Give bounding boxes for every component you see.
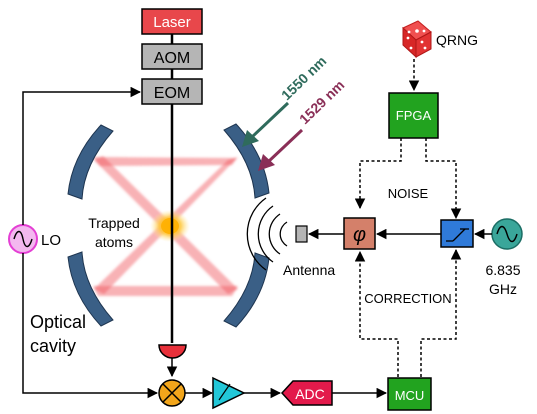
aom-label: AOM <box>154 50 190 67</box>
fpga-label: FPGA <box>396 108 432 123</box>
phase-symbol: φ <box>353 224 366 246</box>
phase-shifter-block: φ <box>343 217 376 250</box>
trapped-atoms-core <box>161 218 179 234</box>
mirror-top-left <box>67 124 114 200</box>
microwave-oscillator <box>491 218 523 250</box>
lo-to-mixer-wire <box>22 253 159 399</box>
eom-block: EOM <box>141 78 203 105</box>
optical-cavity-label-line1: Optical <box>30 312 86 332</box>
qrng-label: QRNG <box>436 32 478 48</box>
antenna-element <box>295 225 308 243</box>
fpga-block: FPGA <box>388 92 439 139</box>
optical-cavity-label-line2: cavity <box>30 336 76 356</box>
eom-label: EOM <box>154 85 190 102</box>
dice-icon <box>402 20 432 59</box>
arrow-1550nm <box>242 101 290 147</box>
lo-label: LO <box>41 232 61 249</box>
correction-label: CORRECTION <box>364 291 451 306</box>
fpga-to-phase-wire <box>354 138 402 210</box>
lo-to-eom-wire <box>22 86 142 225</box>
switch-block <box>440 219 474 248</box>
noise-label: NOISE <box>388 186 429 201</box>
antenna-waves <box>246 197 288 271</box>
mirror-bottom-right <box>223 252 270 328</box>
trapped-atoms-label-line2: atoms <box>95 234 133 250</box>
mirror-top-right <box>223 123 270 199</box>
frequency-value: 6.835 <box>485 262 520 278</box>
frequency-unit: GHz <box>489 281 517 297</box>
mcu-to-switch-wire <box>420 248 462 377</box>
adc-block: ADC <box>280 380 333 406</box>
antenna-label: Antenna <box>283 262 335 278</box>
aom-block: AOM <box>141 43 203 70</box>
mcu-to-phase-wire <box>354 250 399 377</box>
laser-block: Laser <box>141 8 203 35</box>
photodetector <box>158 344 187 359</box>
mirror-bottom-left <box>67 251 114 327</box>
mixer <box>158 379 186 407</box>
mcu-label: MCU <box>395 388 425 403</box>
arrow-1529nm <box>258 128 304 171</box>
mcu-block: MCU <box>387 377 432 411</box>
trapped-atoms-label-line1: Trapped <box>88 215 140 231</box>
laser-label: Laser <box>153 14 191 31</box>
adc-label: ADC <box>295 386 325 402</box>
lo-oscillator <box>8 224 38 254</box>
amplifier <box>212 376 246 410</box>
fpga-to-switch-wire <box>425 138 462 220</box>
